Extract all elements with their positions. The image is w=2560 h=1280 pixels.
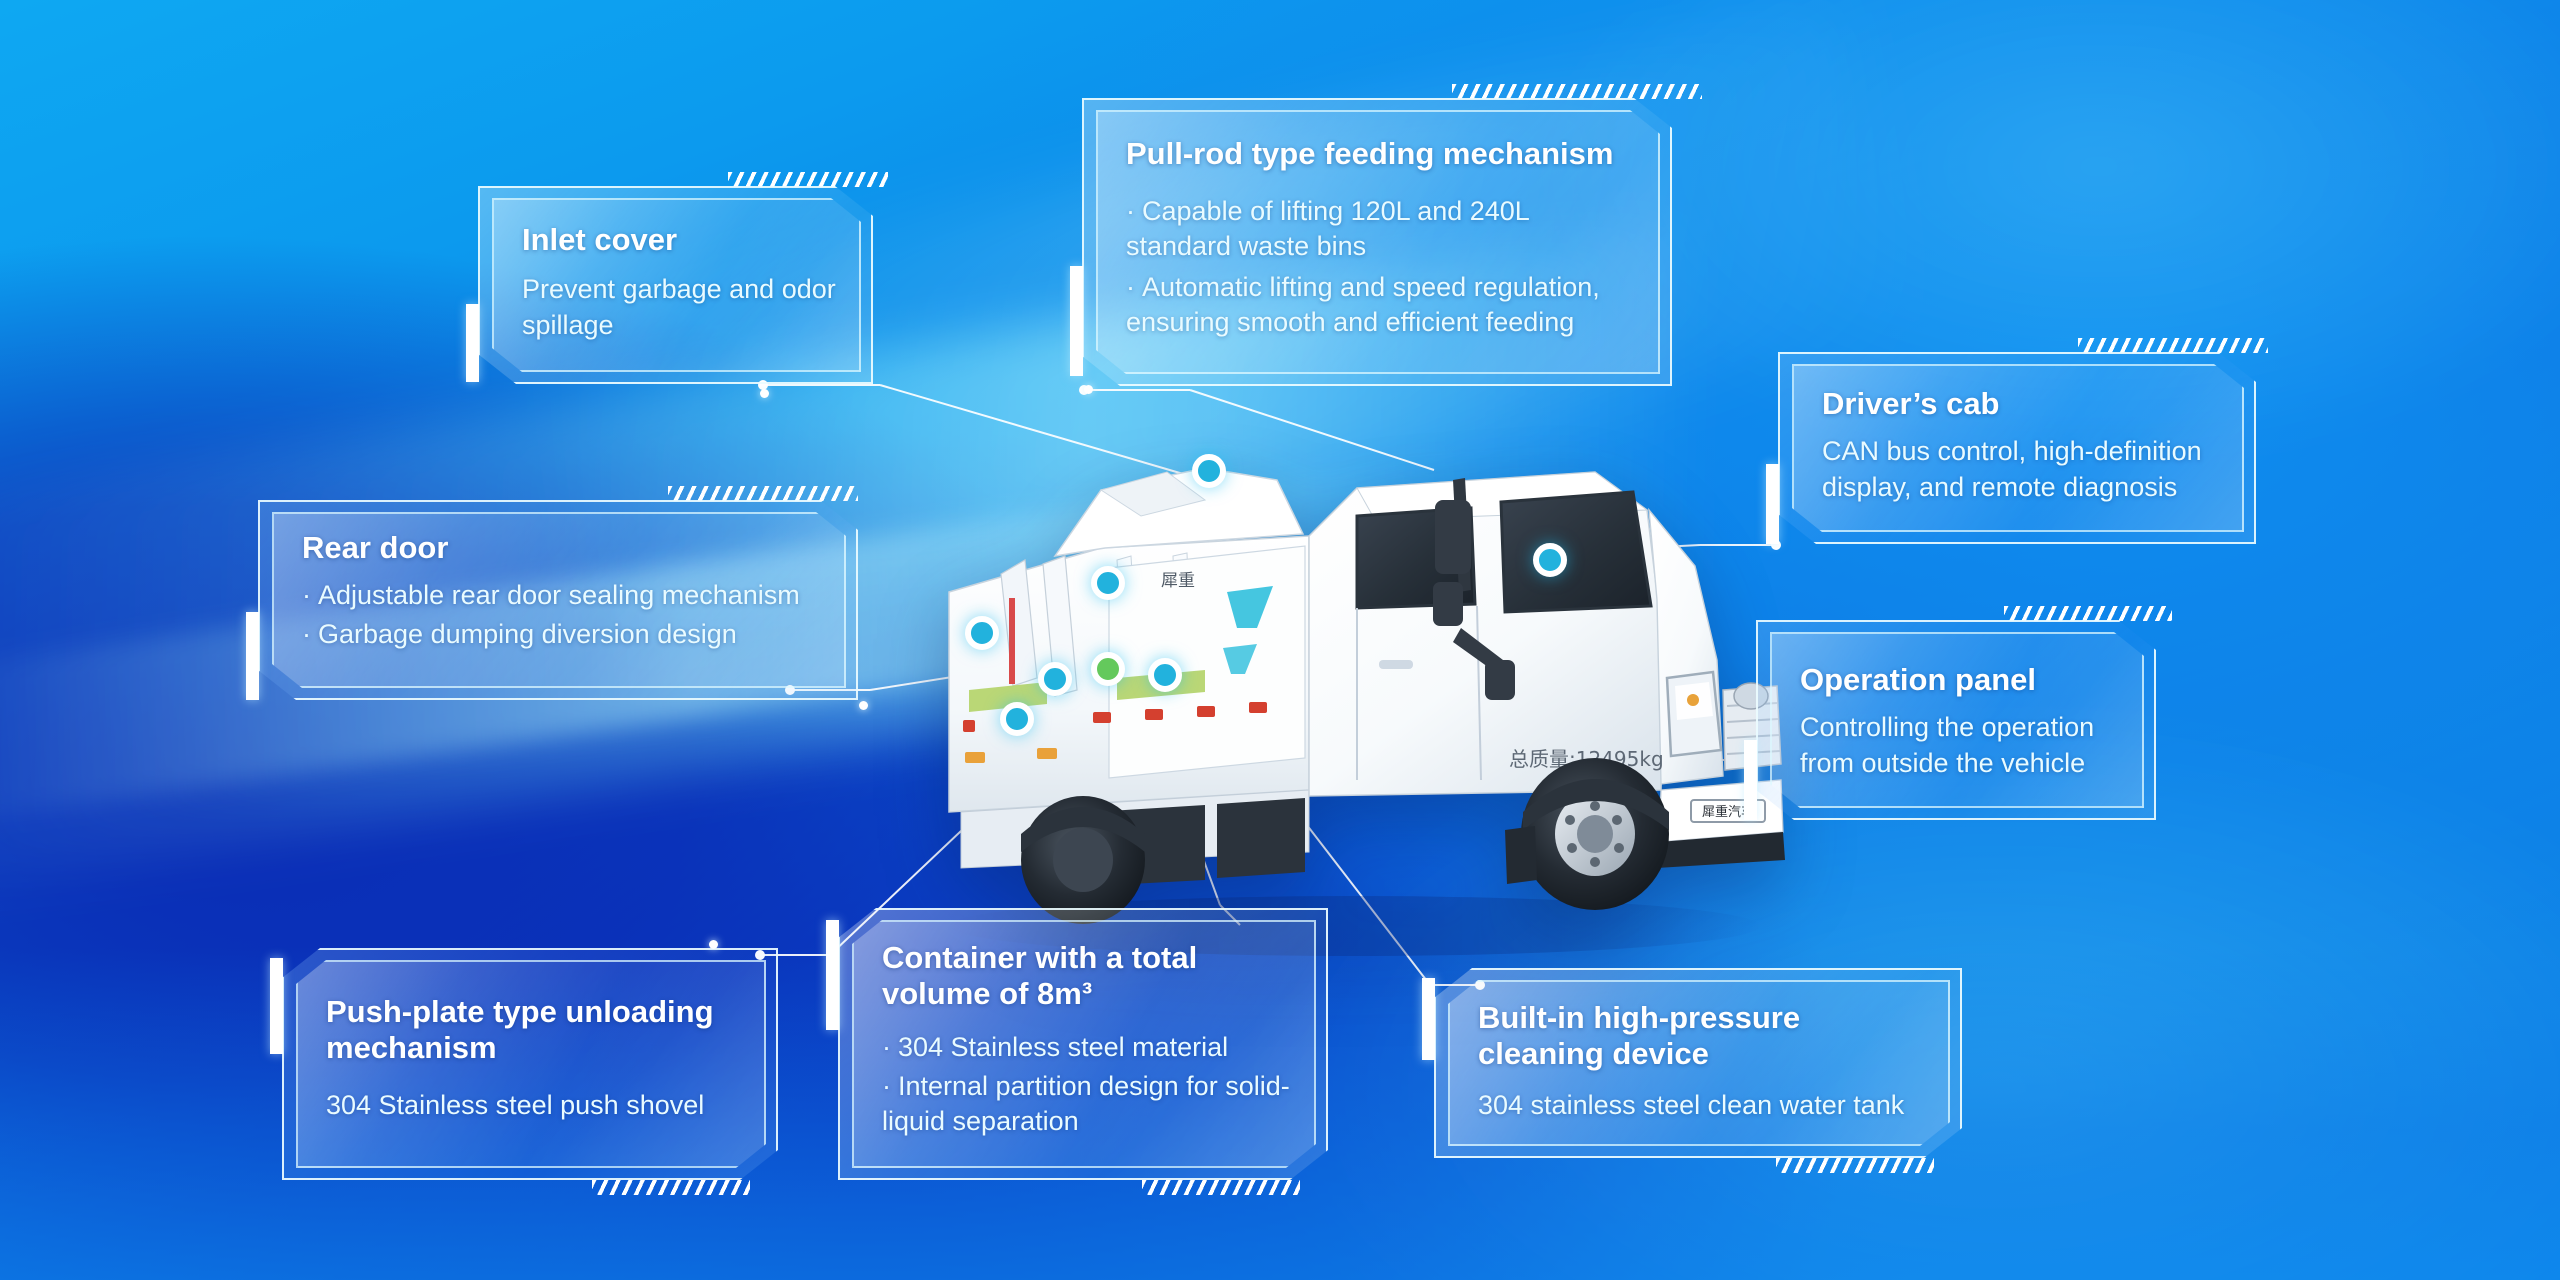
card-bullet-list: ·304 Stainless steel material ·Internal … — [882, 1030, 1294, 1139]
bullet-marker: · — [1126, 272, 1135, 303]
hotspot-container-volume[interactable] — [1091, 652, 1125, 686]
card-frame — [478, 186, 873, 384]
card-frame — [1082, 98, 1672, 386]
card-accent-bar — [1422, 978, 1435, 1060]
card-bullet-item: ·Capable of lifting 120L and 240L standa… — [1126, 194, 1638, 264]
hotspot-rear-door[interactable] — [965, 616, 999, 650]
bullet-text: Adjustable rear door sealing mechanism — [318, 579, 800, 610]
bullet-marker: · — [302, 619, 311, 650]
truck-plate-text: 犀重汽车 — [1702, 804, 1754, 820]
bullet-marker: · — [882, 1071, 891, 1101]
card-accent-bar — [270, 958, 283, 1054]
card-subtitle: CAN bus control, high-definition display… — [1822, 435, 2202, 502]
card-title: Rear door — [302, 530, 449, 565]
hotspot-inlet-cover[interactable] — [1192, 454, 1226, 488]
card-title: Inlet cover — [522, 222, 678, 257]
card-inner-panel — [1096, 110, 1660, 374]
truck-brand-text: 犀重 — [1161, 571, 1195, 591]
card-subtitle: Prevent garbage and odor spillage — [522, 273, 836, 340]
card-title: Container with a total volume of 8m³ — [882, 940, 1198, 1011]
card-frame — [1434, 968, 1962, 1158]
card-inner-panel — [852, 920, 1316, 1168]
card-bullet-item: ·Automatic lifting and speed regulation,… — [1126, 270, 1638, 340]
card-bullet-item: ·Internal partition design for solid-liq… — [882, 1069, 1294, 1139]
callout-card-operation-panel[interactable]: Operation panel Controlling the operatio… — [1744, 606, 2172, 820]
card-inner-panel — [1770, 632, 2144, 808]
hotspot-pull-rod-feeding[interactable] — [1091, 566, 1125, 600]
card-connector-dot — [1084, 385, 1093, 394]
card-hatch-decor — [668, 486, 858, 501]
card-connector-dot — [760, 389, 769, 398]
bullet-text: Capable of lifting 120L and 240L standar… — [1126, 195, 1529, 262]
bullet-marker: · — [1126, 195, 1135, 226]
card-inner-panel — [1448, 980, 1950, 1146]
card-accent-bar — [826, 920, 839, 1030]
callout-card-pull-rod-feeding[interactable]: Pull-rod type feeding mechanism ·Capable… — [1070, 84, 1702, 394]
background-floor-gradient — [0, 947, 2560, 1280]
hotspot-drivers-cab[interactable] — [1533, 543, 1567, 577]
card-title: Driver’s cab — [1822, 386, 2000, 421]
card-connector-dot — [709, 940, 718, 949]
card-frame — [838, 908, 1328, 1180]
card-hatch-decor — [1776, 1158, 1934, 1173]
card-hatch-decor — [2078, 338, 2268, 353]
card-subtitle: 304 stainless steel clean water tank — [1478, 1089, 1905, 1120]
card-bullet-list: ·Adjustable rear door sealing mechanism … — [302, 578, 824, 652]
bullet-text: Garbage dumping diversion design — [318, 619, 737, 650]
hotspot-operation-panel[interactable] — [1038, 662, 1072, 696]
card-inner-panel — [1792, 364, 2244, 532]
card-bullet-item: ·304 Stainless steel material — [882, 1030, 1294, 1065]
card-accent-bar — [466, 304, 479, 382]
hotspot-cleaning-device[interactable] — [1148, 658, 1182, 692]
callout-card-push-plate-unloading[interactable]: Push-plate type unloading mechanism 304 … — [270, 940, 778, 1195]
garbage-truck-photo: 犀重汽车 总质量:12495kg 犀重 — [905, 360, 1785, 970]
card-accent-bar — [246, 612, 259, 700]
card-frame — [282, 948, 778, 1180]
card-accent-bar — [1070, 266, 1083, 376]
card-subtitle: Controlling the operation from outside t… — [1800, 711, 2095, 778]
card-bullet-item: ·Garbage dumping diversion design — [302, 617, 824, 652]
card-accent-bar — [1766, 464, 1779, 544]
bullet-marker: · — [302, 579, 311, 610]
card-hatch-decor — [592, 1180, 750, 1195]
card-frame — [1756, 620, 2156, 820]
bullet-text: 304 Stainless steel material — [898, 1031, 1229, 1062]
card-frame — [258, 500, 858, 700]
hotspot-push-plate[interactable] — [1000, 702, 1034, 736]
callout-card-container-volume[interactable]: Container with a total volume of 8m³ ·30… — [826, 908, 1328, 1195]
bullet-text: Automatic lifting and speed regulation, … — [1126, 272, 1600, 338]
card-hatch-decor — [1452, 84, 1702, 99]
truck-illustration: 犀重汽车 总质量:12495kg 犀重 — [948, 467, 1785, 956]
callout-card-rear-door[interactable]: Rear door ·Adjustable rear door sealing … — [246, 486, 868, 710]
card-hatch-decor — [2004, 606, 2172, 621]
card-hatch-decor — [728, 172, 888, 187]
card-bullet-item: ·Adjustable rear door sealing mechanism — [302, 578, 824, 613]
card-bullet-list: ·Capable of lifting 120L and 240L standa… — [1126, 194, 1638, 340]
card-inner-panel — [272, 512, 846, 688]
card-connector-dot — [859, 701, 868, 710]
card-title: Push-plate type unloading mechanism — [326, 994, 714, 1065]
card-hatch-decor — [1142, 1180, 1300, 1195]
card-frame — [1778, 352, 2256, 544]
card-title: Pull-rod type feeding mechanism — [1126, 136, 1614, 171]
callout-card-high-pressure-cleaning[interactable]: Built-in high-pressure cleaning device 3… — [1422, 968, 1962, 1173]
callout-card-drivers-cab[interactable]: Driver’s cab CAN bus control, high-defin… — [1766, 338, 2268, 544]
card-inner-panel — [492, 198, 861, 372]
card-title: Operation panel — [1800, 662, 2036, 697]
card-subtitle: 304 Stainless steel push shovel — [326, 1089, 705, 1120]
card-title: Built-in high-pressure cleaning device — [1478, 1000, 1801, 1071]
bullet-marker: · — [882, 1031, 891, 1062]
background-glow-top-right — [1536, 0, 2560, 461]
card-accent-bar — [1744, 740, 1757, 820]
bullet-text: Internal partition design for solid-liqu… — [882, 1071, 1290, 1137]
card-inner-panel — [296, 960, 766, 1168]
callout-card-inlet-cover[interactable]: Inlet cover Prevent garbage and odor spi… — [466, 172, 888, 398]
